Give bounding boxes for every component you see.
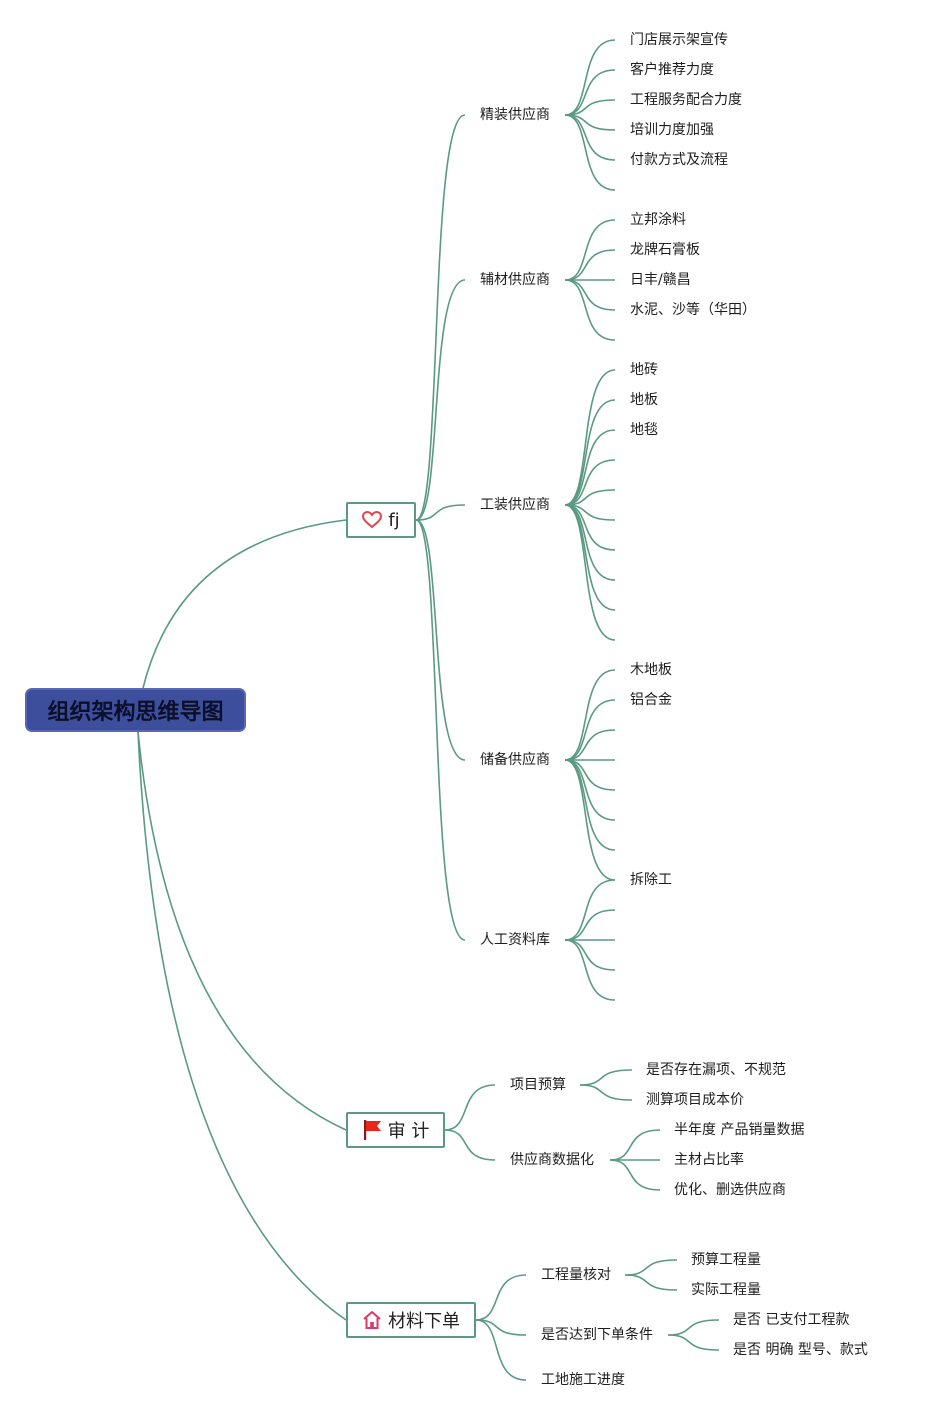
fj-item-link-0-5 [564,114,616,191]
branch-audit-label: 审 计 [387,1121,430,1142]
fj-item-link-3-4 [564,759,616,791]
root-link-order [137,731,347,1321]
branch-fj[interactable]: fj [346,502,416,538]
fj-item-3-1[interactable]: 铝合金 [630,692,672,708]
order-group-2[interactable]: 工地施工进度 [541,1372,625,1388]
fj-item-2-0[interactable]: 地砖 [630,362,658,378]
fj-link-4 [415,519,466,941]
order-link-1 [475,1319,527,1336]
order-item-link-1-1 [667,1334,720,1351]
fj-link-2 [415,504,466,521]
fj-item-link-0-1 [564,69,616,116]
fj-item-0-4[interactable]: 付款方式及流程 [630,152,728,168]
audit-link-1 [444,1129,496,1161]
order-item-link-0-1 [624,1274,678,1291]
audit-group-0[interactable]: 项目预算 [510,1077,566,1093]
fj-item-link-3-2 [564,729,616,761]
fj-group-4[interactable]: 人工资料库 [480,932,550,948]
root-link-fj [142,519,347,689]
fj-item-link-2-7 [564,504,616,581]
fj-item-link-2-5 [564,504,616,521]
fj-item-link-1-3 [564,279,616,311]
order-item-1-0[interactable]: 是否 已支付工程款 [733,1312,850,1328]
audit-item-link-1-0 [609,1129,661,1161]
fj-item-link-4-1 [564,909,616,941]
fj-item-0-2[interactable]: 工程服务配合力度 [630,92,742,108]
audit-item-0-1[interactable]: 测算项目成本价 [646,1092,744,1108]
branch-order-label: 材料下单 [388,1311,460,1332]
fj-item-link-0-4 [564,114,616,161]
root-topic[interactable]: 组织架构思维导图 [25,688,246,732]
fj-item-link-3-0 [564,669,616,761]
audit-group-1[interactable]: 供应商数据化 [510,1152,594,1168]
fj-link-1 [415,279,466,521]
fj-item-1-3[interactable]: 水泥、沙等（华田） [630,302,756,318]
branch-order[interactable]: 材料下单 [346,1302,476,1338]
heart-icon [362,511,383,529]
house-icon [362,1310,382,1330]
fj-item-0-3[interactable]: 培训力度加强 [630,122,714,138]
order-group-0[interactable]: 工程量核对 [541,1267,611,1283]
flag-icon [362,1119,382,1141]
fj-link-0 [415,114,466,521]
order-item-0-0[interactable]: 预算工程量 [691,1252,761,1268]
order-item-1-1[interactable]: 是否 明确 型号、款式 [733,1342,868,1358]
fj-item-link-4-3 [564,939,616,971]
fj-item-link-1-0 [564,219,616,281]
fj-group-2[interactable]: 工装供应商 [480,497,550,513]
fj-item-3-0[interactable]: 木地板 [630,662,672,678]
audit-item-0-0[interactable]: 是否存在漏项、不规范 [646,1062,786,1078]
fj-item-link-2-9 [564,504,616,641]
fj-item-link-3-7 [564,759,616,881]
fj-item-2-2[interactable]: 地毯 [630,422,658,438]
fj-item-2-1[interactable]: 地板 [630,392,658,408]
fj-item-0-1[interactable]: 客户推荐力度 [630,62,714,78]
fj-item-link-2-2 [564,429,616,506]
fj-item-link-1-1 [564,249,616,281]
fj-item-link-0-0 [564,39,616,116]
fj-item-link-3-6 [564,759,616,851]
fj-item-link-0-3 [564,114,616,131]
audit-item-1-2[interactable]: 优化、删选供应商 [674,1182,786,1198]
audit-link-0 [444,1084,496,1131]
order-group-1[interactable]: 是否达到下单条件 [541,1327,653,1343]
fj-item-link-2-3 [564,459,616,506]
fj-item-link-3-5 [564,759,616,821]
audit-item-link-0-1 [579,1084,633,1101]
fj-group-3[interactable]: 储备供应商 [480,752,550,768]
root-link-audit [137,731,347,1131]
order-item-link-1-0 [667,1319,720,1336]
fj-item-link-2-4 [564,489,616,506]
fj-group-0[interactable]: 精装供应商 [480,107,550,123]
fj-item-4-0[interactable]: 拆除工 [630,872,672,888]
fj-item-1-0[interactable]: 立邦涂料 [630,212,686,228]
audit-item-link-0-0 [579,1069,633,1086]
fj-item-link-2-6 [564,504,616,551]
fj-item-1-1[interactable]: 龙牌石膏板 [630,242,700,258]
fj-item-link-1-4 [564,279,616,341]
fj-item-link-2-0 [564,369,616,506]
audit-item-1-0[interactable]: 半年度 产品销量数据 [674,1122,805,1138]
fj-link-3 [415,519,466,761]
fj-item-link-4-4 [564,939,616,1001]
fj-item-link-0-2 [564,99,616,116]
fj-item-link-3-1 [564,699,616,761]
branch-audit[interactable]: 审 计 [346,1112,445,1148]
fj-group-1[interactable]: 辅材供应商 [480,272,550,288]
audit-item-1-1[interactable]: 主材占比率 [674,1152,744,1168]
fj-item-0-0[interactable]: 门店展示架宣传 [630,32,728,48]
branch-fj-label: fj [388,509,400,531]
order-link-2 [475,1319,527,1381]
audit-item-link-1-2 [609,1159,661,1191]
fj-item-link-2-1 [564,399,616,506]
order-link-0 [475,1274,527,1321]
fj-item-1-2[interactable]: 日丰/赣昌 [630,272,691,288]
order-item-0-1[interactable]: 实际工程量 [691,1282,761,1298]
fj-item-link-2-8 [564,504,616,611]
order-item-link-0-0 [624,1259,678,1276]
fj-item-link-4-0 [564,879,616,941]
